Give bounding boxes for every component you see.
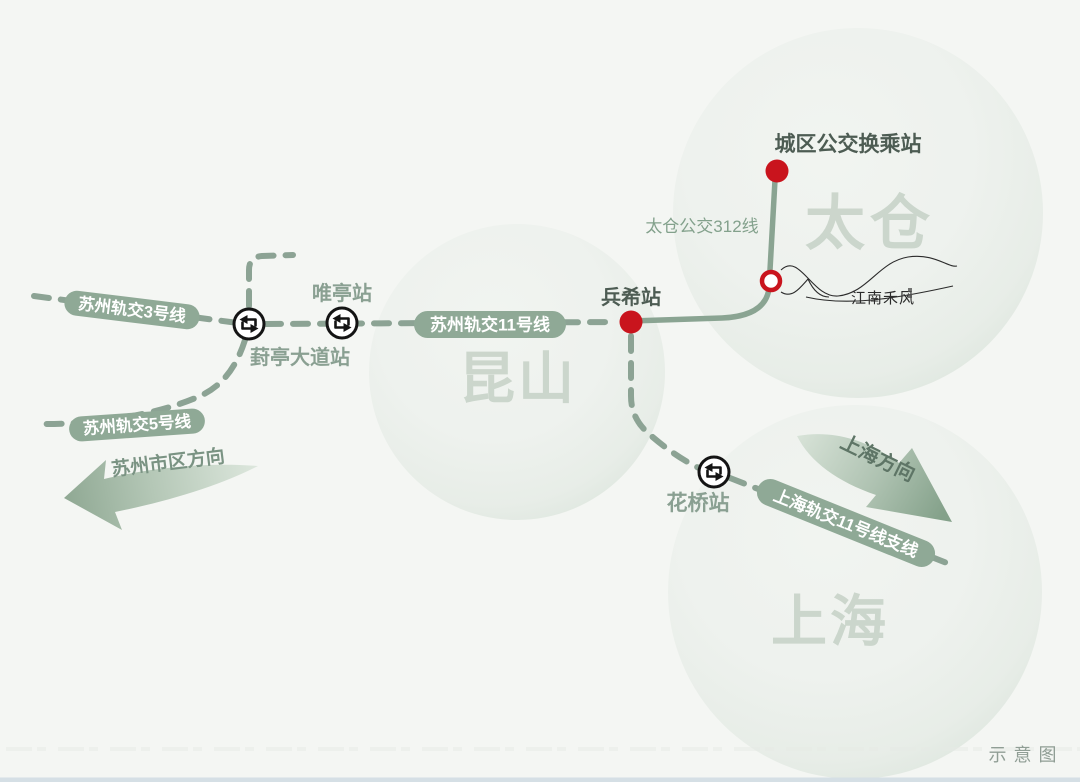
- pill-suzhou-line5-bg: [69, 408, 205, 442]
- station-label-huaqiao: 花桥站: [667, 491, 730, 515]
- station-label-bingxi: 兵希站: [601, 285, 661, 309]
- line11-bingxi-huaqiao-segment: [628, 333, 702, 471]
- station-label-bus-transfer: 城区公交换乘站: [775, 132, 922, 156]
- logo-name: 江南禾风: [851, 290, 915, 307]
- bottom-edge-line: [0, 777, 1080, 782]
- taicang-bubble: [673, 28, 1043, 398]
- project-station-ring: [759, 269, 783, 293]
- region-label-shanghai: 上海: [771, 590, 889, 653]
- caption-schematic: 示意图: [989, 745, 1064, 765]
- transfer-icon-huaqiao: [697, 455, 731, 489]
- suzhou-line3-north-stub: [246, 252, 296, 309]
- station-label-fengting: 葑亭大道站: [250, 345, 350, 369]
- kunshan-bubble: [369, 224, 665, 520]
- watermark-band: [0, 741, 1080, 753]
- line-label-bus312: 太仓公交312线: [645, 217, 758, 236]
- pill-suzhou-line11: 苏州轨交11号线: [414, 311, 566, 338]
- pill-suzhou-line3: 苏州轨交3号线: [64, 290, 200, 330]
- suzhou-direction-arrow-icon: [64, 460, 258, 530]
- bingxi-station-dot: [619, 310, 643, 334]
- pill-suzhou-line5: 苏州轨交5号线: [69, 408, 205, 442]
- region-label-kunshan: 昆山: [459, 347, 577, 410]
- shanghai-direction-arrow-icon: [797, 434, 952, 522]
- pill-shanghai-line11-branch-bg: [756, 478, 936, 568]
- logo-seal-marks: [908, 288, 912, 298]
- bus-transfer-station-dot: [765, 159, 789, 183]
- pill-suzhou-line11-label: 苏州轨交11号线: [430, 315, 550, 335]
- suzhou-line5-segment: [43, 337, 248, 427]
- transfer-icon-weiting: [325, 306, 359, 340]
- jiangnan-hefeng-logo: 江南禾风: [780, 255, 958, 307]
- logo-wave-icon: [780, 255, 958, 302]
- pill-suzhou-line3-bg: [64, 290, 200, 330]
- transfer-icon-fengting: [232, 307, 266, 341]
- pill-suzhou-line11-bg: [414, 311, 566, 338]
- region-label-taicang: 太仓: [805, 190, 935, 257]
- station-label-weiting: 唯亭站: [312, 281, 372, 305]
